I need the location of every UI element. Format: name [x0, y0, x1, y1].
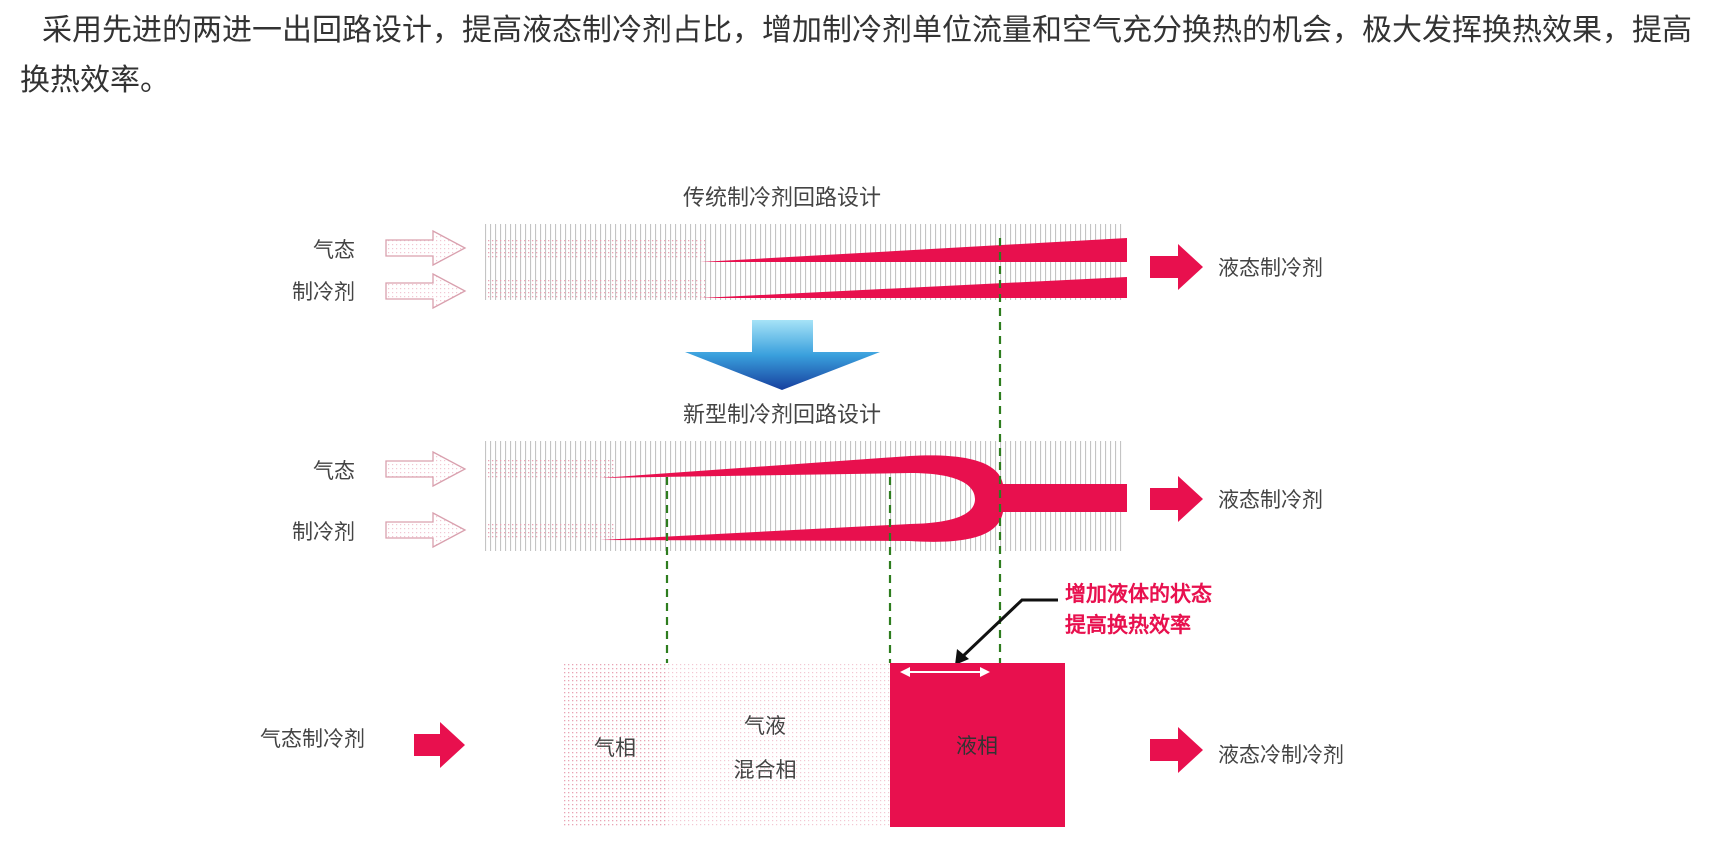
traditional-coil [485, 224, 1127, 300]
liquid-width-double-arrow [900, 667, 990, 677]
traditional-inlet-arrow-top [385, 229, 467, 267]
traditional-inlet-arrow-bottom [385, 272, 467, 310]
new-design-tube-bottom-gas [485, 522, 615, 540]
new-design-outlet-arrow [1150, 476, 1203, 522]
new-design-inlet-label-2: 制冷剂 [292, 520, 355, 544]
traditional-title: 传统制冷剂回路设计 [683, 186, 881, 211]
traditional-outlet-arrow [1150, 244, 1203, 290]
traditional-tube-bottom-gas [485, 278, 705, 298]
traditional-inlet-label-2: 制冷剂 [292, 280, 355, 304]
new-design-coil [485, 441, 1127, 551]
new-design-inlet-arrow-top [385, 450, 467, 488]
transition-down-arrow [685, 320, 880, 390]
intro-paragraph: 采用先进的两进一出回路设计，提高液态制冷剂占比，增加制冷剂单位流量和空气充分换热… [20, 6, 1710, 106]
new-design-outlet-label: 液态制冷剂 [1218, 488, 1323, 512]
callout-line-2: 提高换热效率 [1065, 613, 1191, 637]
traditional-liquid-wedge-bottom [700, 277, 1127, 298]
intro-text: 采用先进的两进一出回路设计，提高液态制冷剂占比，增加制冷剂单位流量和空气充分换热… [20, 13, 1692, 98]
liquid-phase-block [890, 663, 1065, 827]
new-design-inlet-label-1: 气态 [313, 459, 355, 483]
new-design-tube-top-gas [485, 460, 615, 478]
new-design-two-in-one-out-tube [600, 455, 1127, 542]
phase-inlet-label: 气态制冷剂 [260, 727, 365, 751]
gas-phase-block [563, 663, 667, 827]
liquid-phase-label: 液相 [956, 734, 998, 758]
traditional-liquid-wedge-top [700, 238, 1127, 262]
mixed-phase-label-2: 混合相 [734, 758, 797, 782]
callout-pointer-arrow [955, 598, 1058, 665]
mixed-phase-label-1: 气液 [744, 714, 786, 738]
callout-line-1: 增加液体的状态 [1065, 582, 1212, 606]
new-design-inlet-arrow-bottom [385, 511, 467, 549]
phase-outlet-label: 液态冷制冷剂 [1218, 743, 1344, 767]
mixed-phase-block [667, 663, 890, 827]
new-design-title: 新型制冷剂回路设计 [683, 403, 881, 428]
traditional-inlet-label-1: 气态 [313, 238, 355, 262]
phase-blocks [563, 663, 1065, 827]
traditional-tube-top-gas [485, 238, 705, 258]
phase-inlet-arrow [414, 722, 465, 768]
traditional-outlet-label: 液态制冷剂 [1218, 256, 1323, 280]
gas-phase-label: 气相 [594, 736, 636, 760]
phase-outlet-arrow [1150, 727, 1203, 773]
